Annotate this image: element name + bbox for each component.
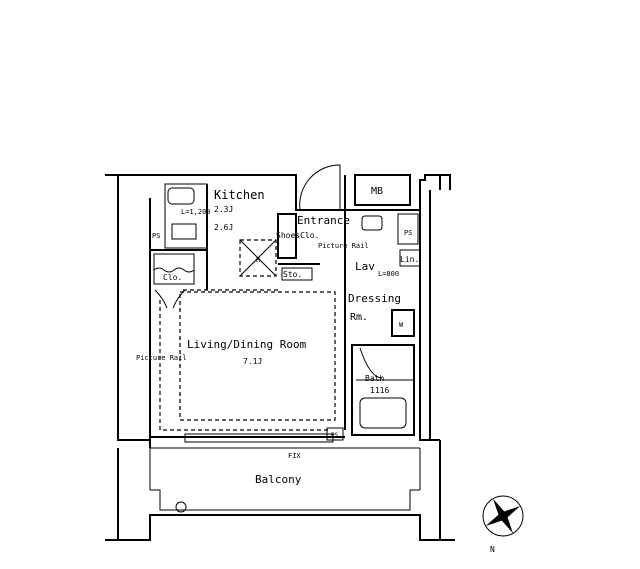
balcony-label: Balcony (255, 473, 302, 486)
kitchen-label: Kitchen (214, 188, 265, 202)
storage-label: Sto. (283, 270, 302, 279)
kitchen-counter-length: L=1,200 (181, 208, 211, 216)
washer-label: W (399, 321, 404, 329)
north-label: N (490, 545, 495, 554)
kitchen-size-b: 2.6J (214, 223, 233, 232)
picture-rail-label: Picture Rail (318, 242, 369, 250)
living-label: Living/Dining Room (187, 338, 307, 351)
lav-label: Lav (355, 260, 375, 273)
fix-label: FIX (288, 452, 301, 460)
north-compass-icon: N (482, 495, 524, 554)
linen-label: Lin. (400, 255, 419, 264)
dressing-label: Dressing (348, 292, 401, 305)
bath-size: 1116 (370, 386, 389, 395)
ps-label: PS (404, 229, 412, 237)
living-size: 7.1J (243, 357, 262, 366)
fridge-label: R (256, 256, 261, 264)
shoes-closet-label: ShoesClo. (276, 231, 319, 240)
picture-rail-label: Picture Rail (136, 354, 187, 362)
dressing-label-2: Rm. (350, 312, 368, 323)
closet-label: Clo. (163, 273, 182, 282)
kitchen-size-a: 2.3J (214, 205, 233, 214)
bath-label: Bath (365, 374, 384, 383)
mb-label: MB (371, 186, 383, 197)
lav-counter-length: L=800 (378, 270, 399, 278)
ps-label: PS (331, 432, 339, 439)
walls (105, 164, 455, 541)
entrance-label: Entrance (297, 214, 350, 227)
ps-label: PS (152, 232, 160, 240)
